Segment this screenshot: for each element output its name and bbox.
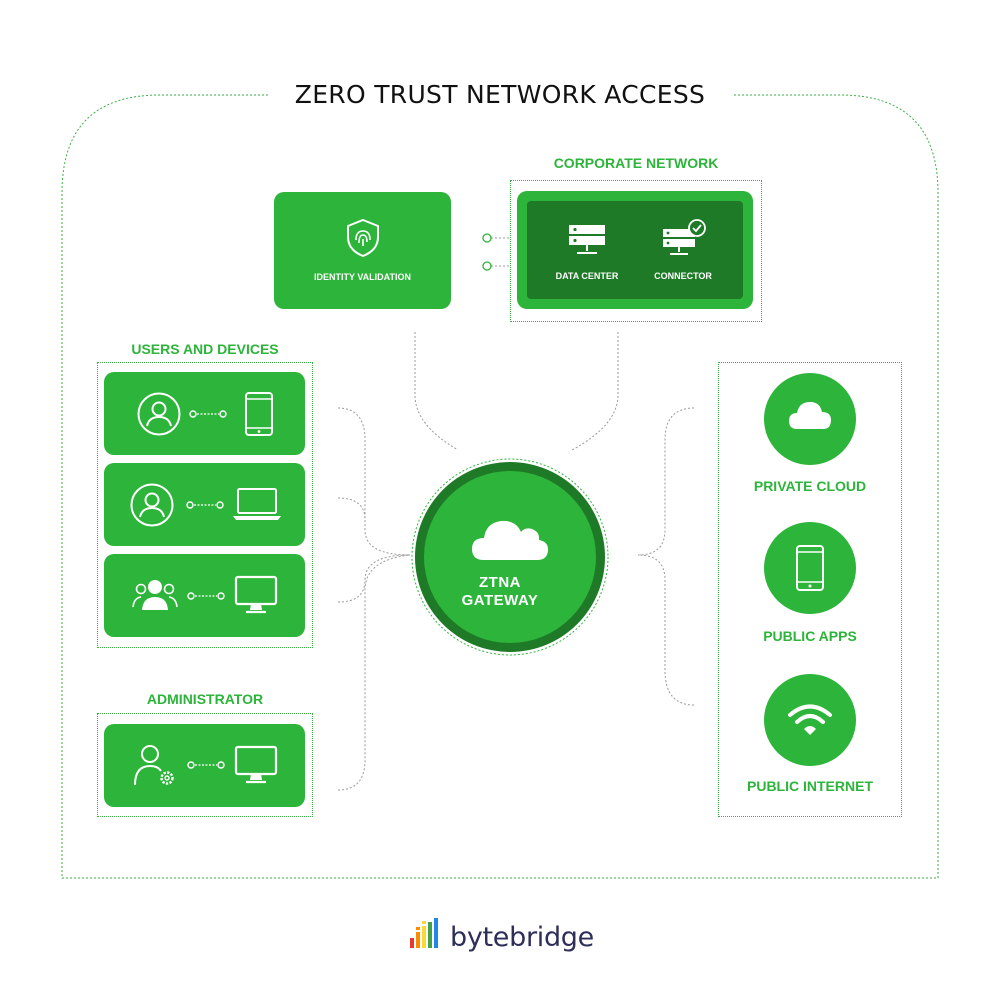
- identity-validation-card: IDENTITY VALIDATION: [274, 192, 451, 309]
- gateway-line1: ZTNA: [479, 574, 521, 591]
- administrator-label: ADMINISTRATOR: [146, 691, 264, 707]
- administrator-row: [104, 724, 305, 807]
- users-and-devices-label: USERS AND DEVICES: [131, 341, 279, 357]
- public-internet-circle: [764, 674, 856, 766]
- server-icon: [569, 225, 605, 254]
- gateway-line2: GATEWAY: [461, 592, 539, 609]
- shield-fingerprint-icon: [347, 218, 379, 258]
- user-device-row: [104, 463, 305, 546]
- smartphone-icon: [796, 545, 824, 591]
- desktop-monitor-icon: [234, 745, 278, 784]
- laptop-icon: [233, 488, 281, 520]
- wifi-icon: [788, 704, 832, 735]
- link-dots-icon: [187, 592, 225, 600]
- page-title: ZERO TRUST NETWORK ACCESS: [294, 80, 706, 109]
- users-and-devices-box: [97, 362, 313, 648]
- user-device-row: [104, 372, 305, 455]
- user-circle-icon: [130, 483, 174, 527]
- corporate-network-box: [510, 180, 762, 322]
- bytebridge-logo-icon: [410, 918, 438, 948]
- bytebridge-logo-text: bytebridge: [450, 922, 594, 953]
- desktop-monitor-icon: [234, 575, 278, 614]
- link-dots-icon: [189, 410, 227, 418]
- smartphone-icon: [245, 392, 273, 436]
- user-group-icon: [132, 580, 178, 610]
- server-check-icon: [663, 219, 706, 255]
- resources-box: [718, 362, 902, 817]
- ztna-gateway: [411, 458, 609, 656]
- data-center-label: DATA CENTER: [555, 271, 619, 281]
- connector-label: CONNECTOR: [654, 271, 712, 281]
- public-internet-label: PUBLIC INTERNET: [747, 778, 873, 794]
- administrator-box: [97, 713, 313, 817]
- identity-validation-label: IDENTITY VALIDATION: [313, 272, 411, 282]
- link-dots-icon: [187, 761, 225, 769]
- private-cloud-circle: [764, 373, 856, 465]
- corporate-network-label: CORPORATE NETWORK: [553, 155, 719, 171]
- public-apps-label: PUBLIC APPS: [763, 628, 857, 644]
- user-circle-icon: [137, 392, 181, 436]
- corporate-network-card: DATA CENTER CONNECTOR: [517, 191, 753, 309]
- corporate-network-inner: [527, 201, 743, 299]
- cloud-icon: [472, 520, 549, 560]
- cloud-icon: [789, 402, 831, 429]
- private-cloud-label: PRIVATE CLOUD: [753, 478, 867, 494]
- user-gear-icon: [134, 745, 174, 786]
- link-dots-icon: [186, 501, 224, 509]
- public-apps-circle: [764, 522, 856, 614]
- user-device-row: [104, 554, 305, 637]
